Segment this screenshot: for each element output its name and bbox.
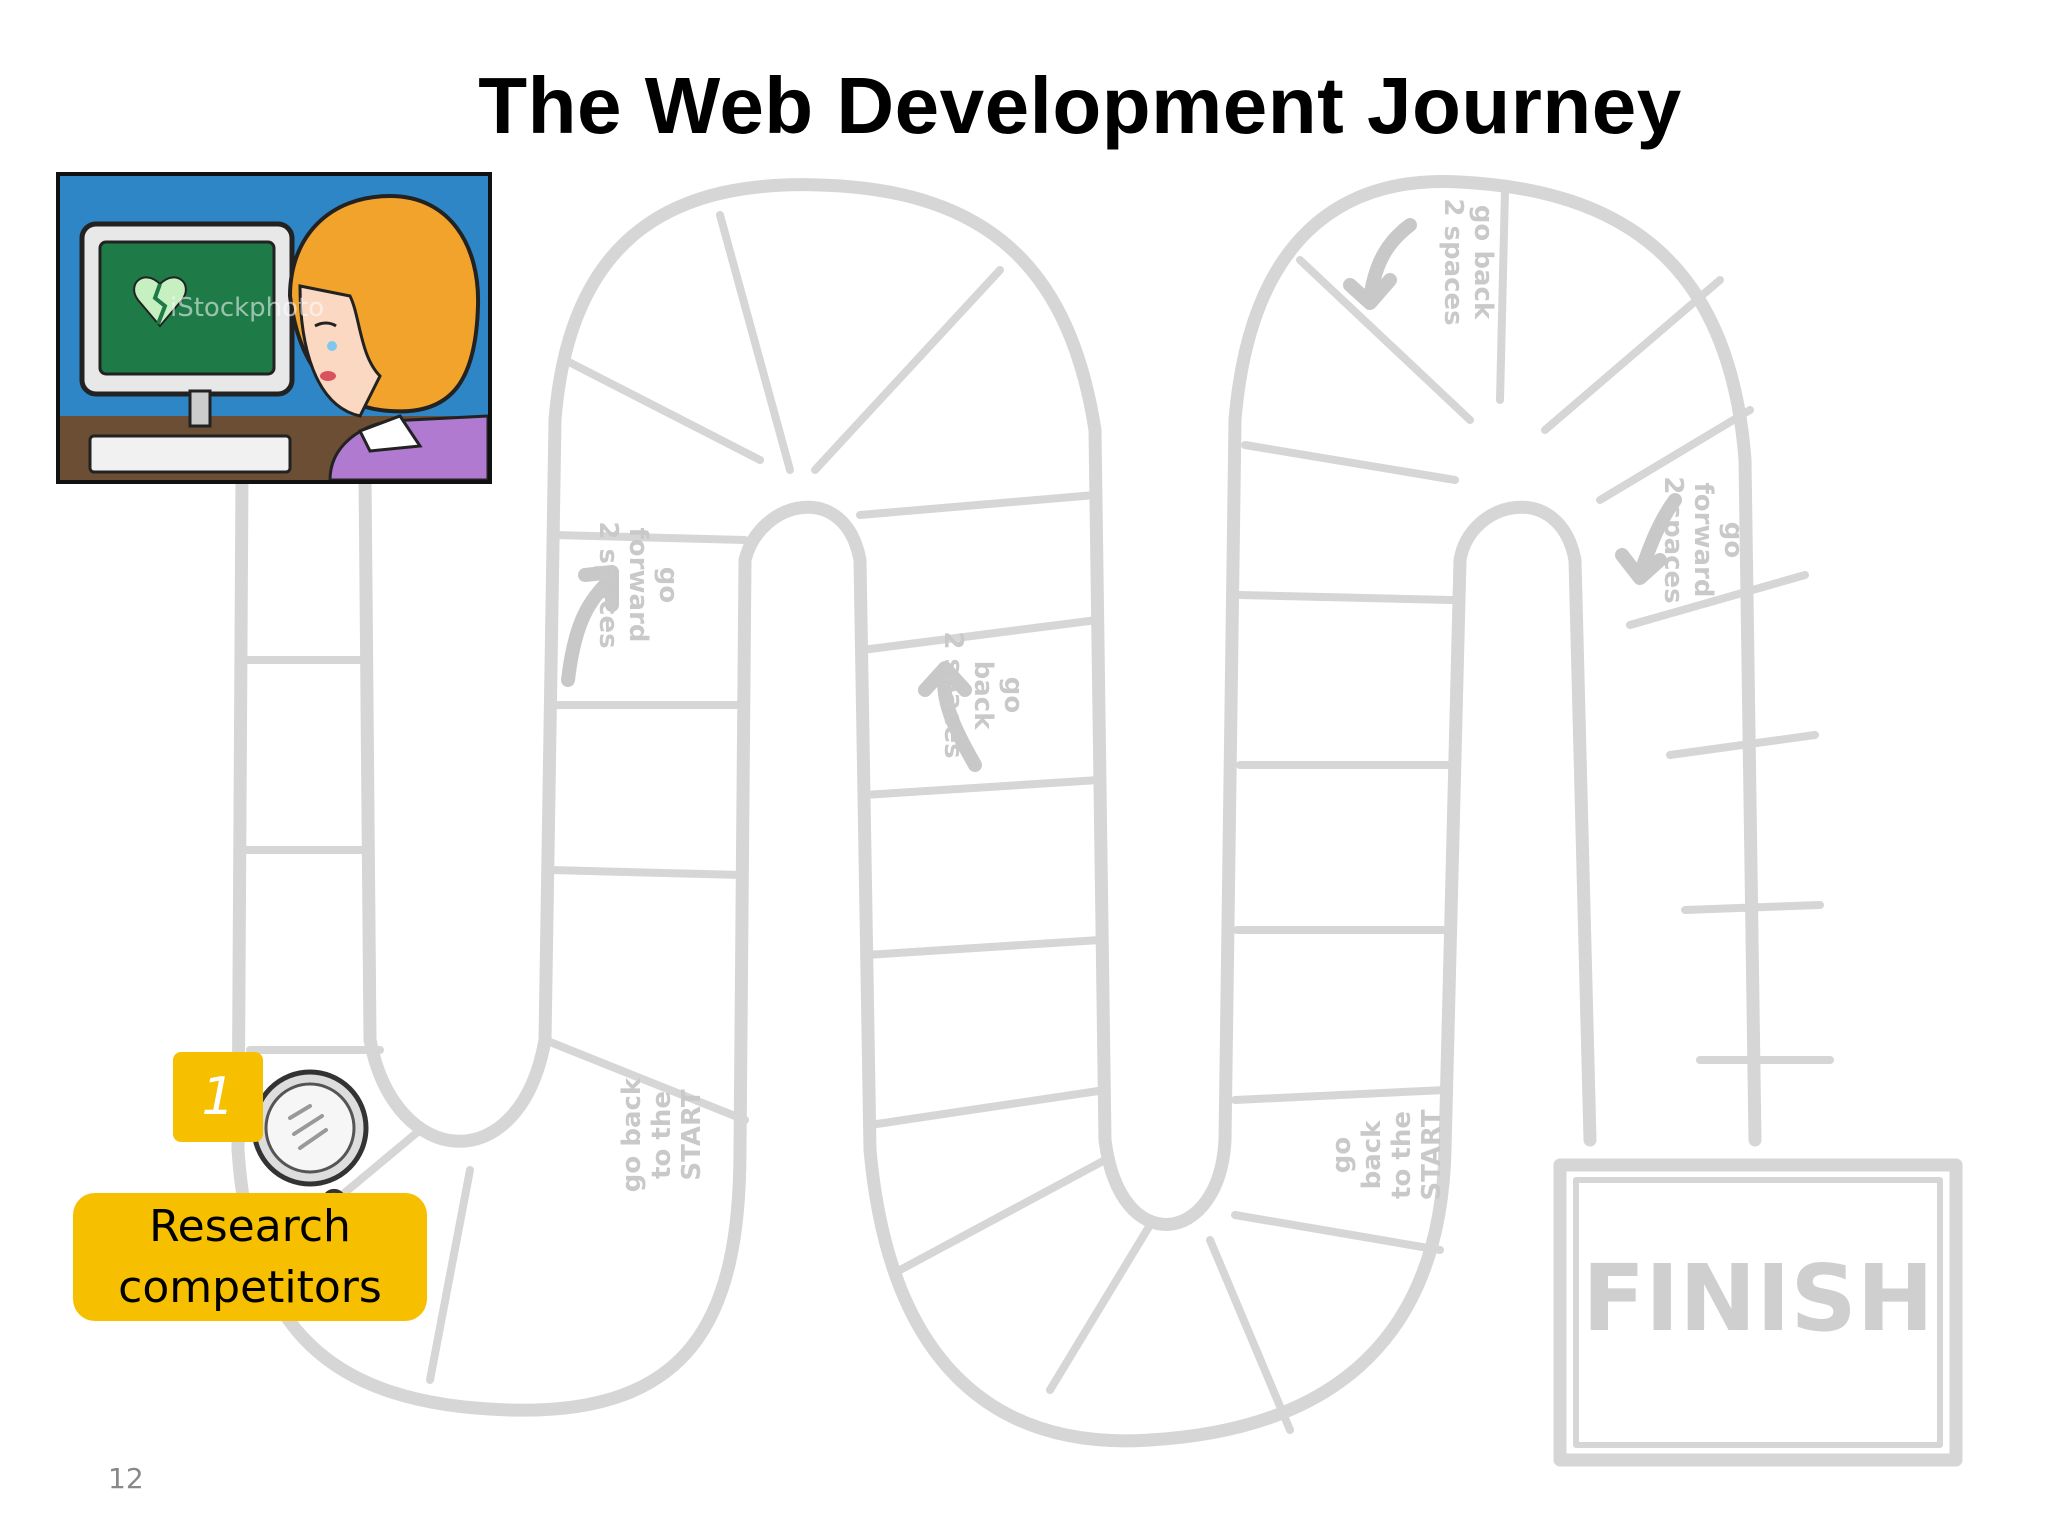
step-number-badge: 1 (173, 1052, 263, 1142)
space-text-line: 2 spaces (1658, 476, 1688, 603)
path-outer-edge (238, 475, 1590, 1441)
space-text-4: go back 2 spaces (1438, 198, 1498, 325)
space-text-line: forward (1688, 483, 1718, 598)
watermark: iStockphoto (170, 293, 324, 323)
space-text-line: go (998, 677, 1028, 713)
space-text-5: go forward 2 spaces (1658, 476, 1748, 603)
space-text-line: to the (1387, 1111, 1417, 1199)
finish-label: FINISH (1582, 1245, 1934, 1352)
space-text-line: back (968, 661, 998, 731)
step-label: Research competitors (73, 1193, 427, 1321)
space-text-line: 2 spaces (593, 521, 623, 648)
space-text-line: go (1718, 522, 1748, 558)
page-number: 12 (108, 1462, 144, 1495)
space-text-line: go back (1468, 205, 1498, 320)
slide-title: The Web Development Journey (0, 60, 2048, 152)
space-text-line: 2 spaces (1438, 198, 1468, 325)
space-text-line: forward (623, 528, 653, 643)
portrait-illustration: iStockphoto (56, 172, 492, 484)
board-arrows (568, 225, 1675, 765)
space-text-line: to the (647, 1091, 677, 1179)
space-text-line: go (653, 567, 683, 603)
space-text-line: START (677, 1089, 707, 1180)
space-text-6: go back to the START (1327, 1109, 1447, 1200)
space-text-3: go back to the START (617, 1077, 707, 1192)
space-text-line: START (1417, 1109, 1447, 1200)
space-text-line: go (1327, 1137, 1357, 1173)
arrow-down-icon (1350, 225, 1410, 303)
space-text-line: 2 spaces (938, 631, 968, 758)
space-text-line: go back (617, 1077, 647, 1192)
space-text-line: back (1357, 1120, 1387, 1190)
space-text-2: go back 2 spaces (938, 631, 1028, 758)
